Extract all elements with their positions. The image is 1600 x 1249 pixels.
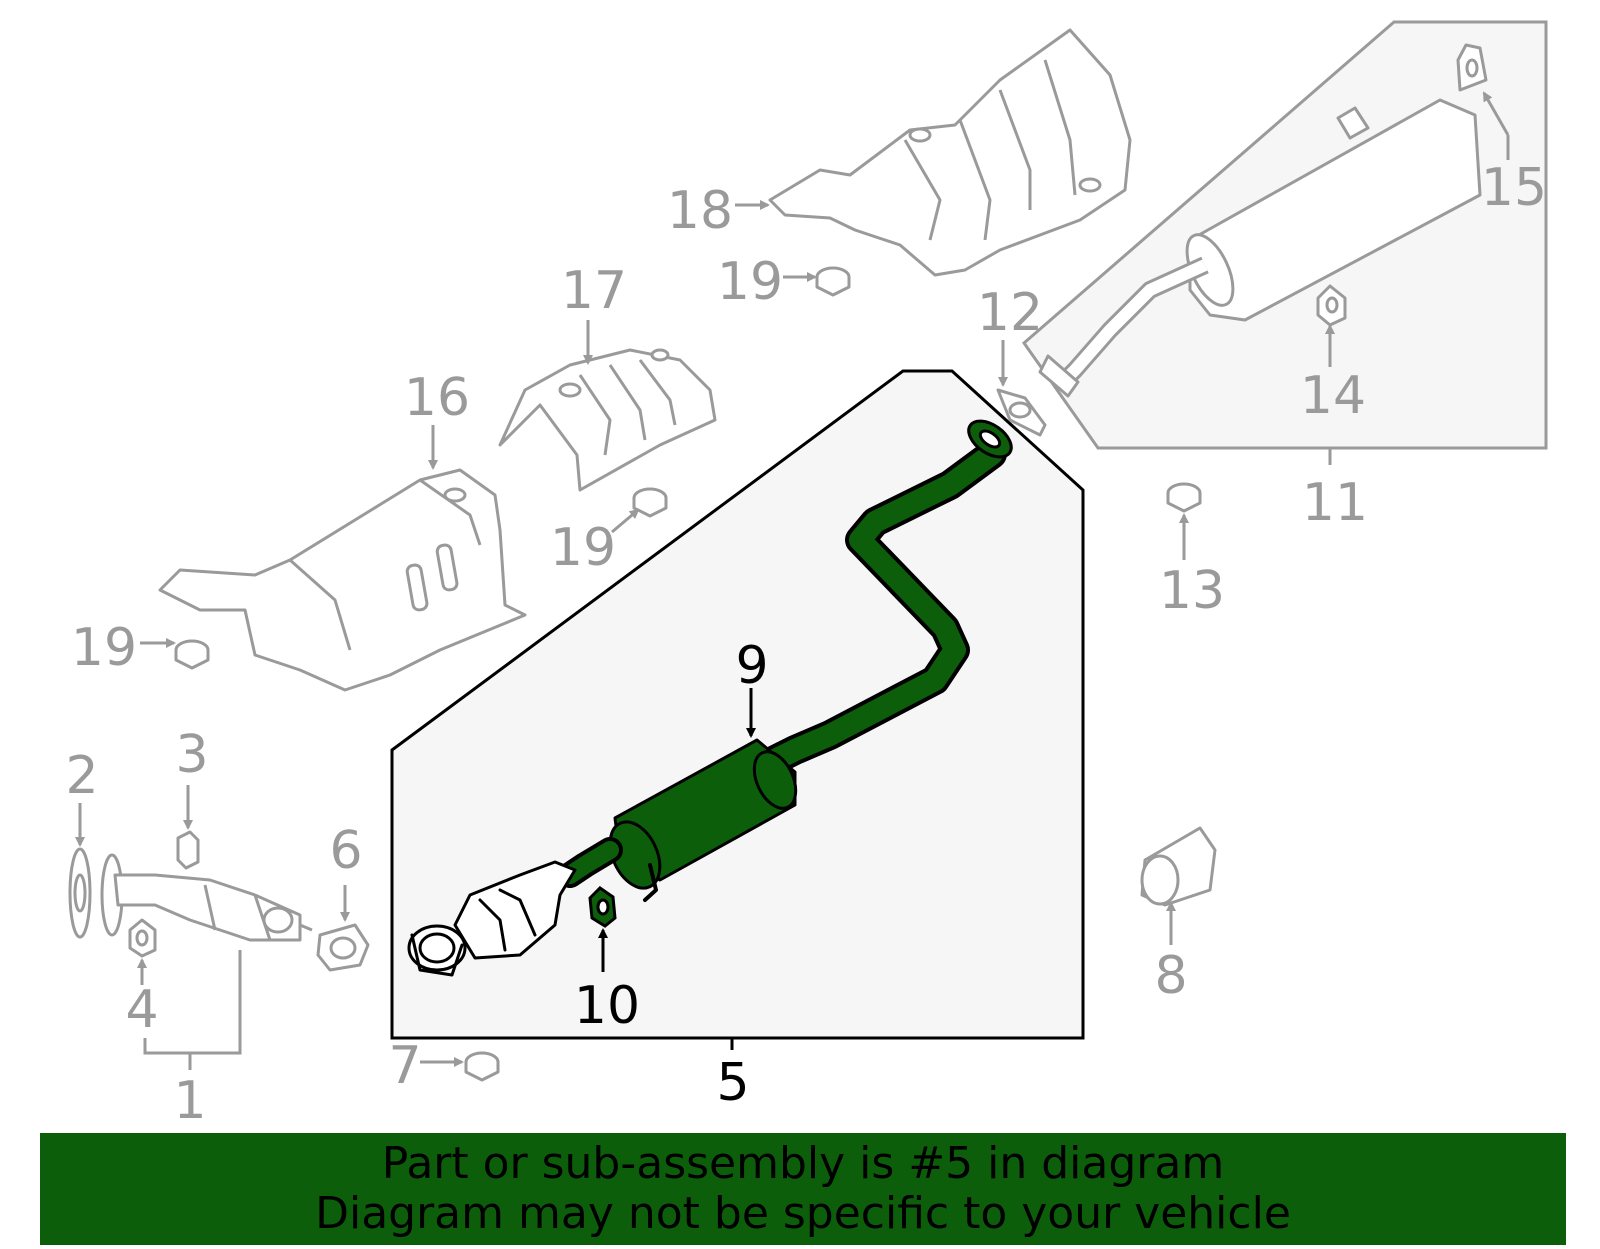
leader-19b — [611, 508, 640, 534]
banner-line-1: Part or sub-assembly is #5 in diagram — [381, 1138, 1225, 1189]
callout-9: 9 — [735, 636, 768, 696]
sensor-plug-3 — [176, 830, 200, 870]
front-pipe-1 — [100, 853, 313, 942]
banner-line-2: Diagram may not be specific to your vehi… — [315, 1188, 1291, 1239]
callout-3: 3 — [175, 725, 208, 785]
callout-13: 13 — [1159, 561, 1225, 621]
leader-15b — [1482, 91, 1510, 136]
callout-8: 8 — [1154, 946, 1187, 1006]
callout-11: 11 — [1302, 473, 1368, 533]
callout-18: 18 — [667, 181, 733, 241]
nut-19-c — [815, 266, 851, 297]
callout-10: 10 — [574, 976, 640, 1036]
callout-17: 17 — [561, 261, 627, 321]
nut-7 — [464, 1051, 500, 1082]
leader-lines — [75, 91, 1510, 1070]
callout-2: 2 — [65, 746, 98, 806]
nut-19-b — [632, 487, 668, 518]
callout-5: 5 — [716, 1053, 749, 1113]
callout-6: 6 — [329, 821, 362, 881]
hanger-4 — [128, 918, 157, 958]
gasket-2 — [68, 847, 92, 939]
callout-19b: 19 — [550, 518, 616, 578]
callout-7: 7 — [388, 1036, 421, 1096]
hanger-15 — [1456, 43, 1488, 92]
clamp-8 — [1140, 826, 1217, 907]
intermediate-pipe-5 — [407, 419, 1013, 977]
callout-19a: 19 — [71, 618, 137, 678]
callout-4: 4 — [125, 980, 158, 1040]
leader-1 — [143, 950, 242, 1055]
callout-19c: 19 — [717, 252, 783, 312]
callout-12: 12 — [977, 283, 1043, 343]
heat-shield-16 — [158, 468, 527, 692]
callout-15: 15 — [1481, 158, 1547, 218]
hanger-14 — [1316, 284, 1347, 327]
callout-16: 16 — [404, 368, 470, 428]
exhaust-parts-diagram: 1 2 3 4 5 6 7 8 9 10 11 12 13 14 15 16 1… — [65, 20, 1548, 1130]
callout-1: 1 — [173, 1071, 206, 1130]
info-banner: Part or sub-assembly is #5 in diagram Di… — [40, 1133, 1566, 1245]
nut-19-a — [174, 639, 210, 670]
heat-shield-17 — [498, 348, 717, 492]
heat-shield-18 — [768, 28, 1132, 277]
nut-13 — [1166, 482, 1202, 513]
grey-parts — [68, 28, 1488, 1082]
muffler-11 — [1038, 98, 1482, 398]
hanger-10 — [588, 886, 617, 928]
gasket-6 — [316, 923, 370, 972]
gasket-12 — [996, 388, 1047, 437]
callout-14: 14 — [1300, 366, 1366, 426]
callout-labels: 1 2 3 4 5 6 7 8 9 10 11 12 13 14 15 16 1… — [65, 158, 1547, 1130]
